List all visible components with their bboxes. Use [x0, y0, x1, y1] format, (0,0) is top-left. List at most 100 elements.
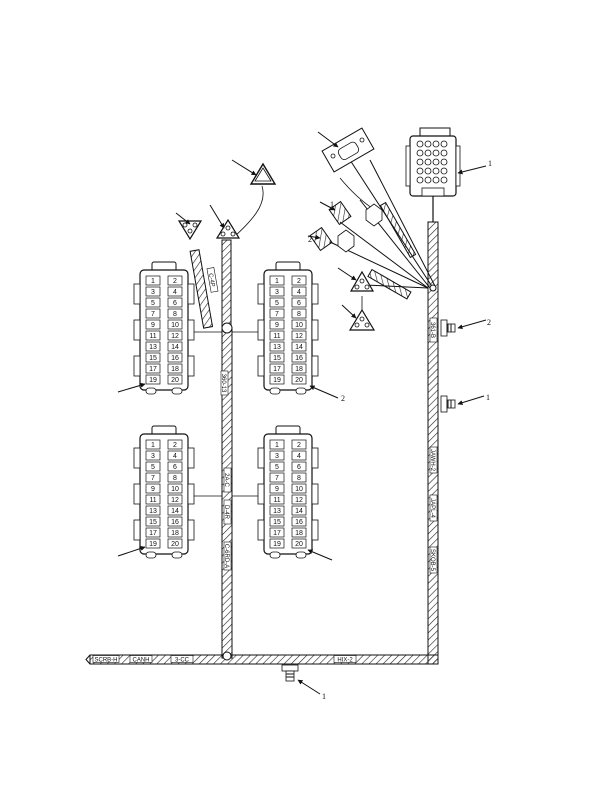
pin-label: 4 [297, 453, 301, 460]
pin-label: 13 [149, 508, 157, 515]
pin-cell [291, 483, 307, 494]
pin-label: 12 [295, 333, 303, 340]
pin-label: 6 [297, 464, 301, 471]
pin-cell [291, 374, 307, 385]
pin-cell [269, 308, 285, 319]
wire-tag: CANH [132, 658, 149, 664]
pin-cell [269, 341, 285, 352]
wire-tags: 360-13 2A-C D-4R C-6RD-A C-4P 361-B JAWH… [92, 267, 438, 664]
pin-cell [167, 461, 183, 472]
pin-label: 6 [297, 300, 301, 307]
pin-label: 20 [171, 541, 179, 548]
pin-cell [145, 516, 161, 527]
pin-cell [269, 352, 285, 363]
pin-label: 8 [297, 311, 301, 318]
pin-cell [269, 319, 285, 330]
pin-label: 3 [151, 289, 155, 296]
pin-cell [269, 516, 285, 527]
pin-label: 4 [297, 289, 301, 296]
pin-cell [145, 286, 161, 297]
pin-label: 6 [173, 464, 177, 471]
wire-tag: D-4R [223, 505, 229, 520]
pin-label: 1 [151, 278, 155, 285]
pin-cell [167, 352, 183, 363]
pin-label: 2 [297, 442, 301, 449]
pin-label: 16 [171, 355, 179, 362]
callout-number: 2 [341, 394, 345, 403]
pin-label: 17 [273, 366, 281, 373]
pin-cell [167, 538, 183, 549]
pin-cell [269, 472, 285, 483]
pin-label: 16 [295, 355, 303, 362]
pin-label: 14 [295, 508, 303, 515]
pin-label: 20 [295, 541, 303, 548]
pin-label: 2 [297, 278, 301, 285]
pin-label: 7 [275, 311, 279, 318]
pin-cell [291, 516, 307, 527]
pin-cell [167, 286, 183, 297]
pin-cell [291, 538, 307, 549]
callout-number: 1 [488, 159, 492, 168]
pin-cell [167, 505, 183, 516]
pin-label: 3 [151, 453, 155, 460]
pin-label: 18 [295, 530, 303, 537]
pin-cell [145, 461, 161, 472]
pin-label: 11 [273, 333, 280, 340]
wire-tag: 3-CC [175, 658, 190, 664]
pin-cell [291, 494, 307, 505]
pin-label: 7 [275, 475, 279, 482]
pin-label: 10 [171, 322, 179, 329]
pin-label: 8 [173, 311, 177, 318]
pin-label: 15 [149, 355, 157, 362]
pin-cell [167, 450, 183, 461]
pin-label: 14 [295, 344, 303, 351]
pin-label: 19 [273, 541, 281, 548]
wire-tag: SCRB-H [94, 658, 117, 664]
pin-label: 11 [149, 333, 156, 340]
pin-cell [167, 363, 183, 374]
pin-label: 5 [151, 300, 155, 307]
pin-cell [167, 483, 183, 494]
harness-trunks [85, 159, 439, 665]
pin-label: 13 [149, 344, 157, 351]
pin-label: 11 [273, 497, 280, 504]
grommets [281, 319, 456, 682]
pin-label: 2 [173, 442, 177, 449]
pin-cell [291, 450, 307, 461]
pin-label: 19 [149, 377, 157, 384]
pin-cell [291, 330, 307, 341]
pin-label: 12 [295, 497, 303, 504]
pin-cell [145, 374, 161, 385]
pin-cell [145, 275, 161, 286]
pin-cell [269, 538, 285, 549]
pin-cell [167, 439, 183, 450]
pin-cell [291, 439, 307, 450]
bracket-connector [321, 127, 375, 209]
pin-cell [145, 538, 161, 549]
wire-tag: SKQB-5 [429, 549, 435, 572]
pin-label: 10 [171, 486, 179, 493]
pin-label: 14 [171, 344, 179, 351]
pin-cell [269, 483, 285, 494]
pin-cell [269, 374, 285, 385]
pin-label: 18 [171, 530, 179, 537]
main-connector-20-pin [405, 127, 461, 197]
pin-label: 3 [275, 289, 279, 296]
pin-cell [145, 439, 161, 450]
callout-number: 1 [486, 393, 490, 402]
pin-label: 11 [149, 497, 156, 504]
pin-cell [291, 461, 307, 472]
pin-cell [291, 505, 307, 516]
pin-label: 17 [273, 530, 281, 537]
pin-cell [145, 527, 161, 538]
wire-tag: 360-13 [220, 374, 226, 393]
pin-label: 1 [275, 442, 279, 449]
pin-cell [145, 308, 161, 319]
leader-arrows [117, 131, 487, 695]
pin-cell [145, 352, 161, 363]
pin-label: 5 [151, 464, 155, 471]
pin-cell [145, 341, 161, 352]
pin-label: 9 [275, 486, 279, 493]
pin-cell [291, 352, 307, 363]
